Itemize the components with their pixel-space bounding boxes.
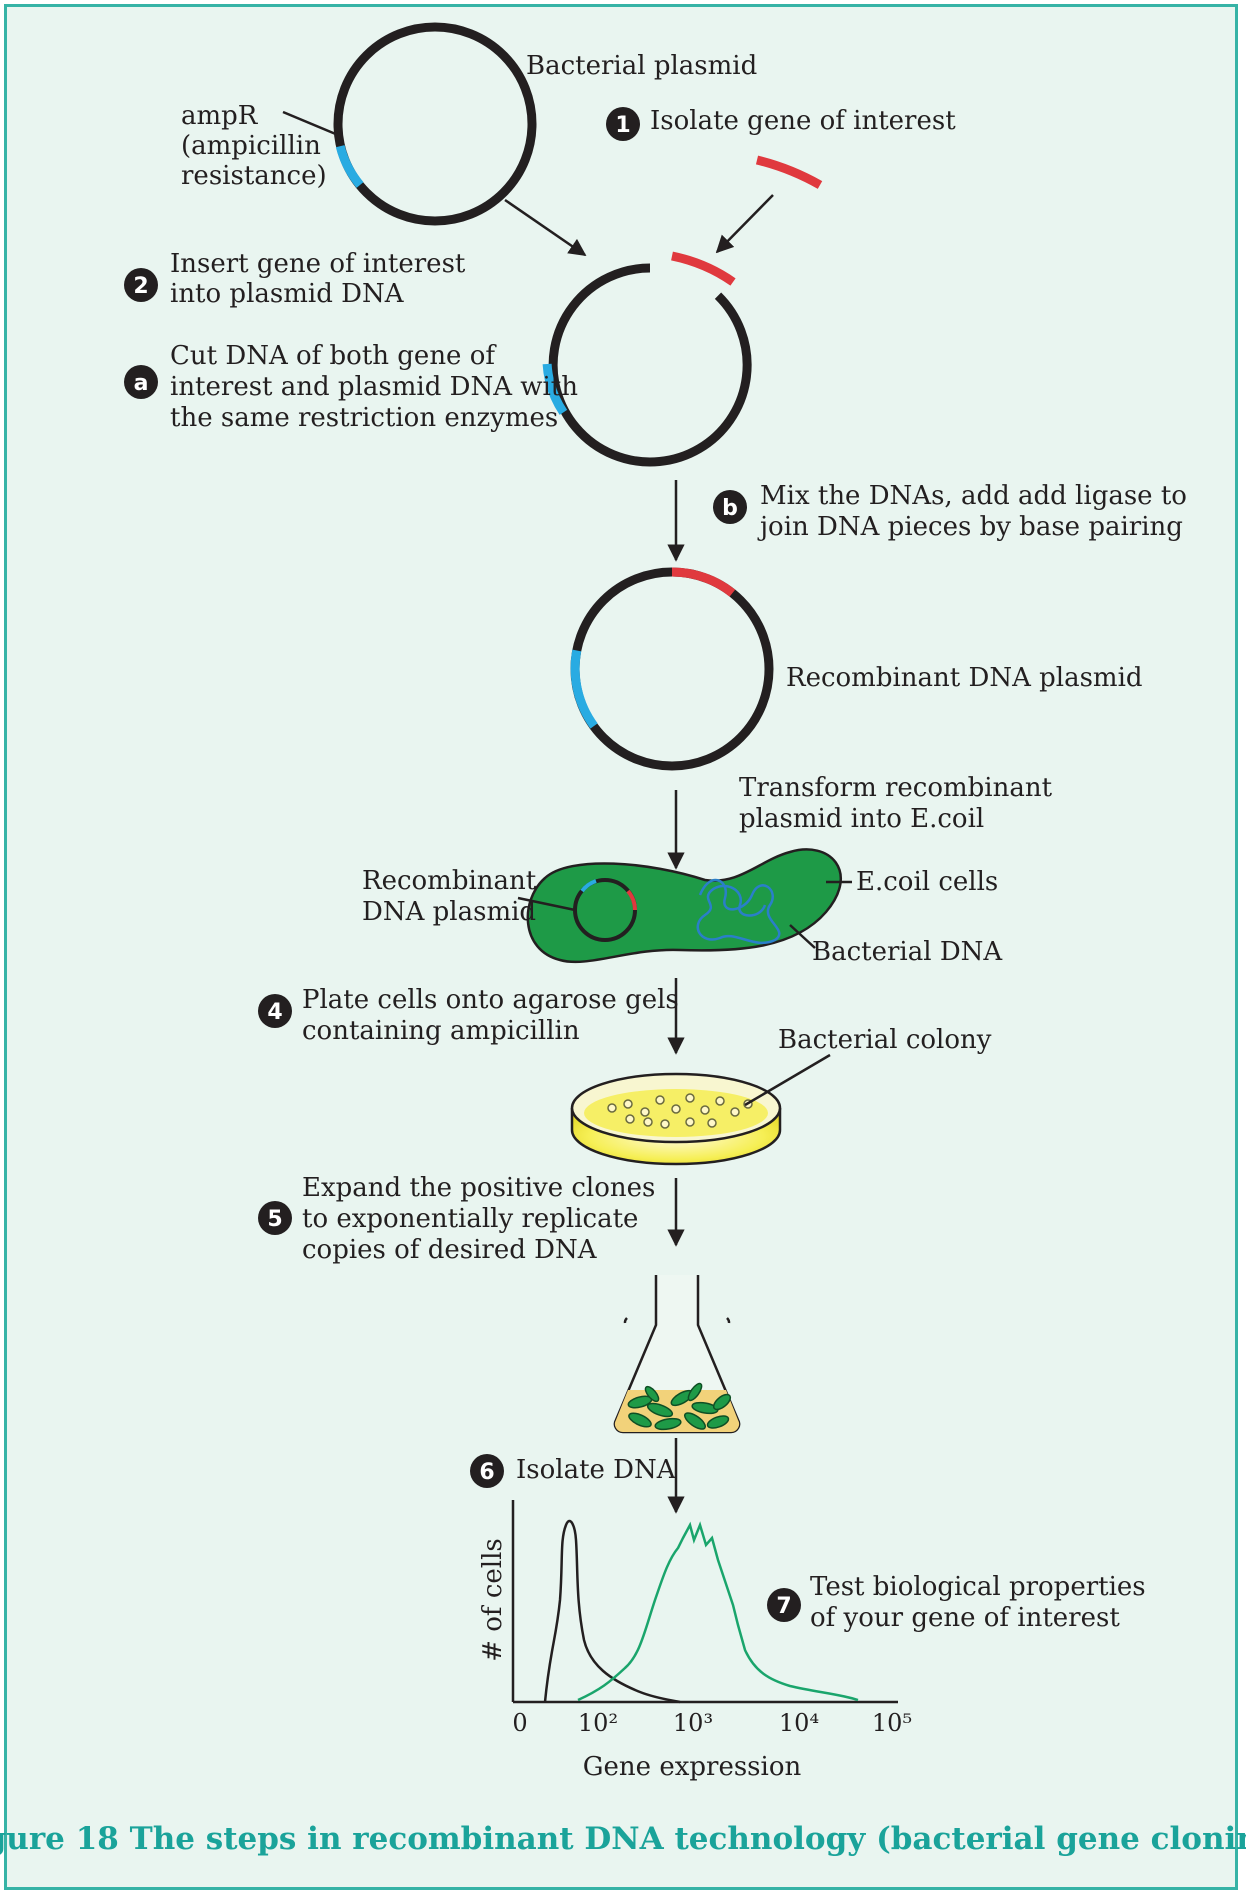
ampR-label-line1: ampR	[181, 101, 259, 131]
ampR-leader-line	[282, 110, 339, 137]
step-a-badge	[124, 365, 158, 399]
culture-flask	[613, 1275, 741, 1434]
bacterial-dna	[696, 878, 781, 945]
colony-leader	[744, 1053, 831, 1107]
step-b-badge-letter: b	[722, 496, 738, 521]
bacterial-colonies	[607, 1093, 753, 1129]
step-4-badge	[258, 994, 292, 1028]
ecoli-cell	[526, 848, 842, 964]
ecoli-cells-label: E.coil cells	[856, 867, 998, 897]
ampR-label-line2: (ampicillin	[181, 131, 321, 161]
x-tick-2: 10³	[673, 1709, 713, 1737]
step-5-badge	[258, 1201, 292, 1235]
gene-insert-fragment	[671, 251, 736, 286]
series-control-curve	[543, 1519, 681, 1704]
step-5-text-line2: to exponentially replicate	[302, 1204, 638, 1234]
gene-expression-chart: 0 10² 10³ 10⁴ 10⁵ Gene expression # of c…	[478, 1500, 912, 1782]
step-4-text-line2: containing ampicillin	[302, 1016, 580, 1046]
step-5-text-line3: copies of desired DNA	[302, 1235, 598, 1265]
step-1-badge-number: 1	[615, 113, 630, 138]
x-tick-4: 10⁵	[872, 1709, 912, 1737]
ampR-segment-recombinant	[570, 649, 598, 729]
arrow-plasmid-to-insert	[504, 198, 587, 257]
step-b-text-line1: Mix the DNAs, add add ligase to	[760, 481, 1187, 511]
step-1-text: Isolate gene of interest	[650, 106, 956, 136]
x-tick-1: 10²	[578, 1709, 618, 1737]
step-4-badge-number: 4	[267, 1000, 282, 1025]
x-axis-label: Gene expression	[583, 1752, 802, 1782]
recombinant-plasmid	[570, 567, 774, 771]
series-expression-curve	[577, 1521, 859, 1702]
step-7-text-line1: Test biological properties	[810, 1572, 1146, 1602]
step-2-text-line2: into plasmid DNA	[170, 279, 405, 309]
step-2-text-line1: Insert gene of interest	[170, 249, 466, 279]
bacterial-plasmid	[333, 22, 537, 226]
step-1-badge	[606, 107, 640, 141]
step-b-badge	[713, 490, 747, 524]
x-tick-0: 0	[512, 1709, 527, 1737]
ampR-segment-cut	[542, 363, 568, 415]
step-a-text-line3: the same restriction enzymes	[170, 403, 558, 433]
step-7-text-line2: of your gene of interest	[810, 1603, 1120, 1633]
step-3-text-line2: plasmid into E.coil	[739, 804, 984, 834]
step-a-text-line2: interest and plasmid DNA with	[170, 372, 578, 402]
step-7-badge-number: 7	[776, 1594, 791, 1619]
step-a-badge-letter: a	[134, 371, 149, 396]
step-6-badge	[470, 1454, 504, 1488]
bacterial-dna-leader	[789, 924, 816, 949]
bacterial-dna-label: Bacterial DNA	[812, 937, 1003, 967]
step-2-badge-number: 2	[133, 274, 148, 299]
y-axis-label: # of cells	[478, 1538, 508, 1662]
step-5-text-line1: Expand the positive clones	[302, 1173, 655, 1203]
gene-insert-segment	[671, 567, 736, 597]
flask-bacteria	[627, 1382, 732, 1431]
step-a-text-line1: Cut DNA of both gene of	[170, 341, 497, 371]
cell-plasmid-label-line2: DNA plasmid	[362, 897, 536, 927]
arrow-gene-to-insert	[715, 194, 774, 254]
step-b-text-line2: join DNA pieces by base pairing	[757, 512, 1183, 542]
ampR-segment	[335, 144, 364, 188]
cell-plasmid-leader	[517, 896, 576, 912]
bacterial-plasmid-label: Bacterial plasmid	[526, 51, 757, 81]
recombinant-plasmid-label: Recombinant DNA plasmid	[786, 663, 1143, 693]
step-5-badge-number: 5	[267, 1207, 282, 1232]
step-2-badge	[124, 268, 158, 302]
step-3-text-line1: Transform recombinant	[739, 773, 1053, 803]
figure-caption: Figure 18 The steps in recombinant DNA t…	[0, 1821, 1246, 1857]
step-7-badge	[767, 1588, 801, 1622]
cut-plasmid	[542, 251, 752, 467]
ampR-label-line3: resistance)	[181, 161, 327, 191]
cell-plasmid-label-line1: Recombinant	[362, 866, 537, 896]
bacterial-colony-label: Bacterial colony	[778, 1025, 992, 1055]
gene-of-interest-fragment	[755, 155, 823, 189]
step-6-text: Isolate DNA	[516, 1455, 677, 1485]
step-4-text-line1: Plate cells onto agarose gels	[302, 985, 679, 1015]
petri-dish	[570, 1072, 782, 1166]
step-6-badge-number: 6	[479, 1460, 494, 1485]
x-tick-3: 10⁴	[779, 1709, 819, 1737]
